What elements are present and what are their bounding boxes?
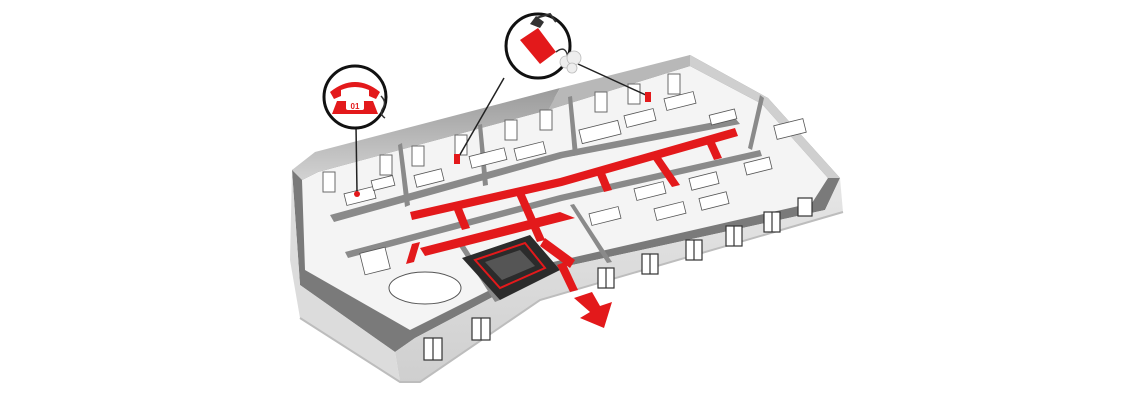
route-branch-1	[452, 203, 470, 230]
phone-location-marker	[354, 191, 360, 197]
phone-callout: 01	[322, 64, 388, 130]
window	[797, 197, 813, 217]
partition-corridor-front	[345, 150, 762, 258]
desk	[633, 181, 667, 201]
route-to-exit	[557, 262, 578, 292]
extinguisher-callout-leader-2	[577, 63, 649, 97]
window	[594, 91, 608, 113]
desk	[688, 171, 720, 191]
window	[539, 109, 553, 131]
partition-room-1	[398, 143, 410, 207]
desk	[623, 108, 657, 128]
window	[667, 73, 681, 95]
route-to-stairs	[540, 238, 575, 268]
desk	[588, 206, 622, 226]
partition-lower-2	[570, 204, 612, 263]
partition-room-4	[748, 95, 764, 150]
desk	[578, 119, 622, 145]
right-wall	[690, 55, 840, 178]
back-windows	[322, 73, 681, 193]
extinguisher-location-marker	[454, 154, 460, 164]
route-branch-4	[650, 153, 680, 187]
desk	[708, 108, 738, 126]
route-left-branch	[406, 242, 420, 264]
telephone-icon: 01	[330, 82, 386, 119]
front-windows	[423, 197, 813, 361]
window	[379, 154, 393, 176]
front-wall	[395, 178, 843, 382]
desk	[773, 118, 807, 140]
route-branch-5	[705, 138, 722, 160]
base-edge	[299, 211, 844, 383]
window	[411, 145, 425, 167]
window	[504, 119, 518, 141]
desk	[513, 141, 547, 161]
desk	[468, 147, 508, 169]
phone-callout-leader	[355, 125, 358, 193]
route-branch-2	[515, 190, 545, 242]
window	[454, 134, 468, 156]
desk	[413, 168, 445, 188]
shelf	[359, 246, 391, 276]
extinguisher-callout-leader-1	[457, 77, 505, 159]
exit-arrow-icon	[574, 292, 612, 328]
extinguisher-location-marker	[645, 92, 651, 102]
fire-extinguisher-callout	[504, 12, 582, 80]
desk	[663, 91, 697, 111]
desk	[653, 201, 687, 221]
desk	[743, 156, 773, 176]
desk	[343, 186, 377, 206]
stairwell	[462, 235, 560, 300]
route-main-corridor	[410, 128, 738, 220]
window	[322, 171, 336, 193]
spray-cloud	[559, 50, 582, 74]
route-branch-3	[595, 168, 612, 192]
furniture	[343, 91, 807, 276]
back-wall-left	[292, 88, 560, 180]
conference-table	[388, 271, 462, 305]
phone-label: 01	[351, 102, 360, 111]
desk	[370, 175, 396, 191]
desk	[698, 191, 730, 211]
evacuation-route	[406, 128, 738, 292]
partition-corridor-back	[330, 118, 740, 222]
partition-room-3	[568, 96, 578, 156]
